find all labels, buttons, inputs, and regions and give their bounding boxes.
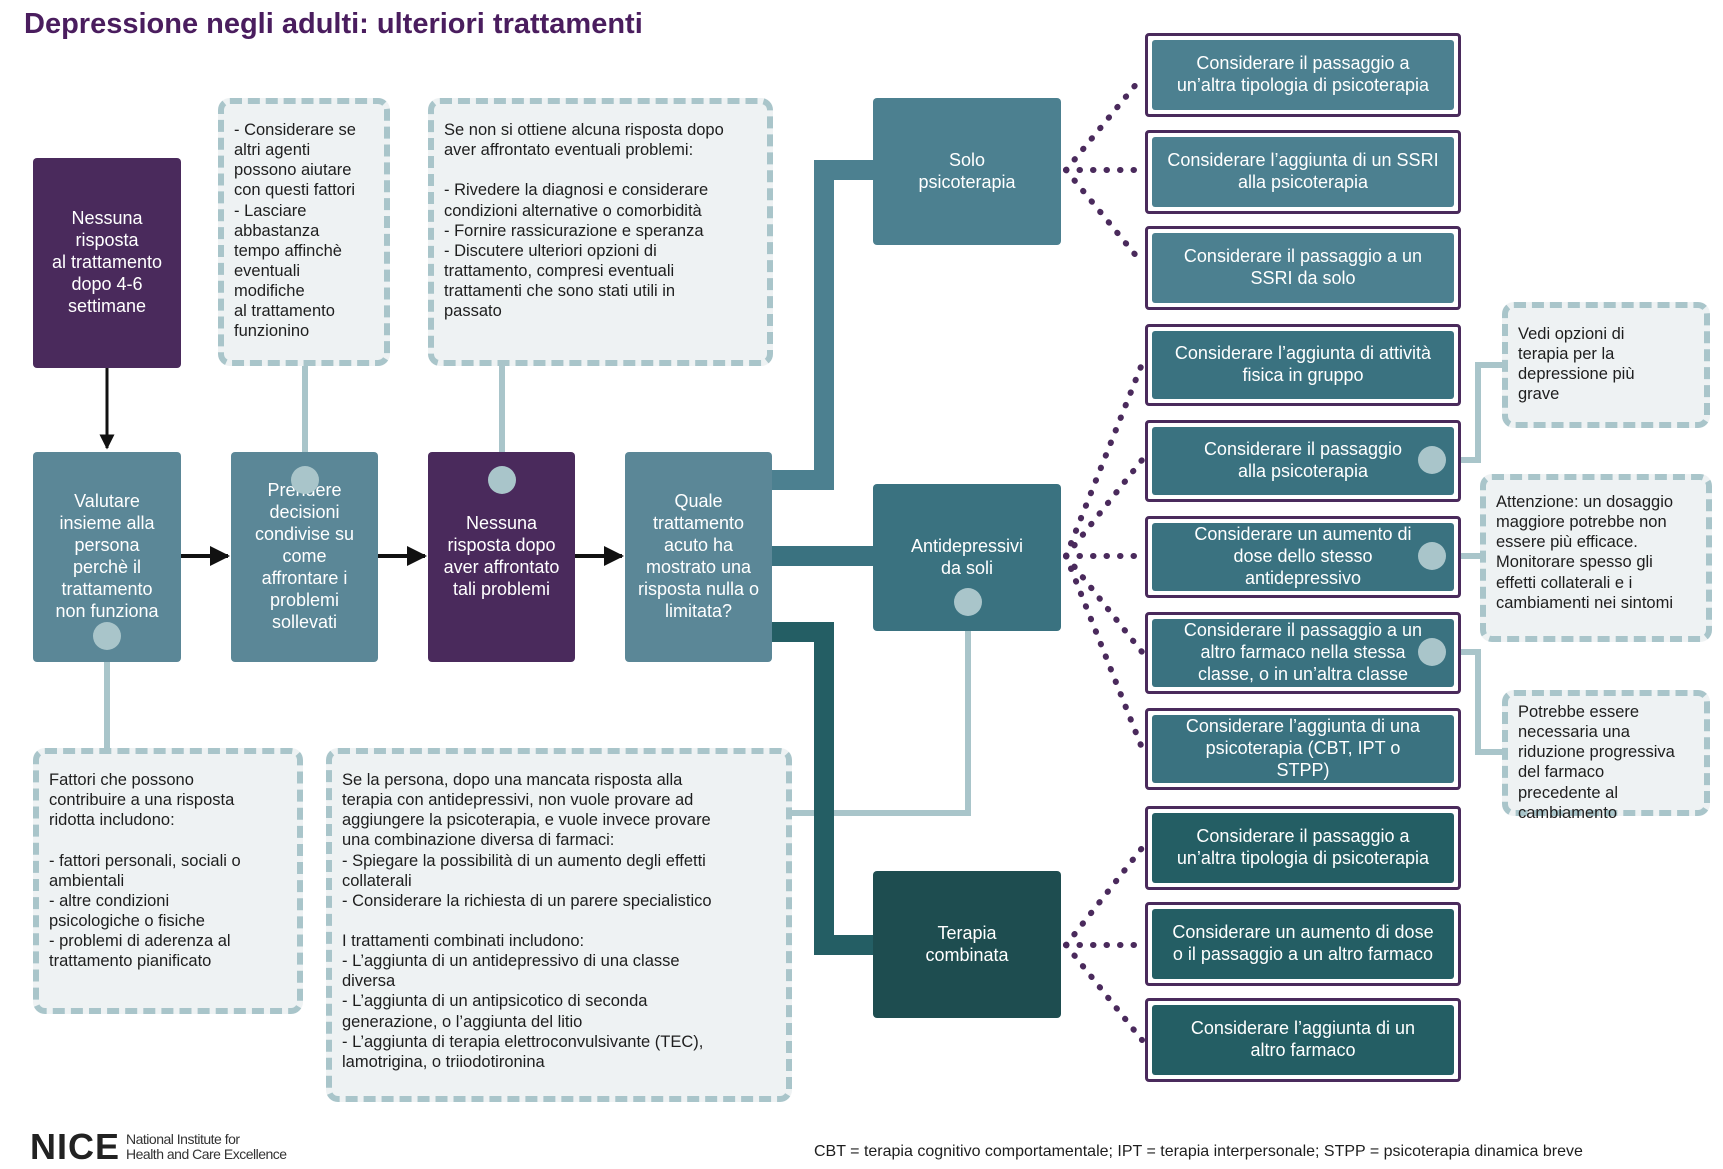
option-psy-switch-therapy: Considerare il passaggio a un’altra tipo… [1145, 33, 1461, 117]
note-other-agents: - Considerare se altri agenti possono ai… [218, 98, 390, 366]
option-label: Considerare il passaggio a un altro farm… [1183, 620, 1423, 684]
step-which-treatment: Quale trattamento acuto ha mostrato una … [625, 452, 772, 662]
option-label: Considerare un aumento di dose o il pass… [1172, 922, 1434, 964]
branch-antidepressants-label: Antidepressivi da soli [910, 535, 1024, 578]
connector-dot [1418, 542, 1446, 570]
option-ad-increase-dose: Considerare un aumento di dose dello ste… [1145, 516, 1461, 598]
option-psy-add-ssri: Considerare l’aggiunta di un SSRI alla p… [1145, 130, 1461, 214]
trunk-combined [772, 622, 876, 955]
note-severe-depression: Vedi opzioni di terapia per la depressio… [1502, 302, 1710, 428]
link-combination-note [792, 602, 971, 816]
nice-logo: NICE National Institute for Health and C… [30, 1126, 287, 1168]
option-ad-add-psychotherapy: Considerare l’aggiunta di una psicoterap… [1145, 708, 1461, 790]
step-assess-label: Valutare insieme alla persona perchè il … [55, 491, 159, 621]
branch-combined-label: Terapia combinata [925, 922, 1009, 965]
connector-dot [954, 588, 982, 616]
option-label: Considerare l’aggiunta di una psicoterap… [1185, 716, 1421, 780]
option-label: Considerare il passaggio a un’altra tipo… [1176, 53, 1430, 95]
note-combination-treatments: Se la persona, dopo una mancata risposta… [326, 748, 792, 1102]
option-psy-switch-ssri: Considerare il passaggio a un SSRI da so… [1145, 226, 1461, 310]
option-ad-switch-psychotherapy: Considerare il passaggio alla psicoterap… [1145, 420, 1461, 502]
branch-psychotherapy-label: Solo psicoterapia [918, 149, 1016, 192]
step-which-treatment-label: Quale trattamento acuto ha mostrato una … [637, 491, 760, 621]
note-contributing-factors: Fattori che possono contribuire a una ri… [33, 748, 303, 1014]
connector-dot [1418, 446, 1446, 474]
option-label: Considerare l’aggiunta di un altro farma… [1190, 1018, 1416, 1060]
option-label: Considerare il passaggio a un’altra tipo… [1176, 826, 1430, 868]
logo-line-2: Health and Care Excellence [126, 1146, 287, 1162]
option-ad-switch-drug: Considerare il passaggio a un altro farm… [1145, 612, 1461, 694]
note-review-diagnosis: Se non si ottiene alcuna risposta dopo a… [428, 98, 773, 366]
note-contributing-factors-text: Fattori che possono contribuire a una ri… [49, 771, 241, 971]
option-ad-physical-activity: Considerare l’aggiunta di attività fisic… [1145, 324, 1461, 406]
option-comb-add-drug: Considerare l’aggiunta di un altro farma… [1145, 998, 1461, 1082]
note-review-diagnosis-text: Se non si ottiene alcuna risposta dopo a… [444, 121, 724, 321]
branch-psychotherapy: Solo psicoterapia [873, 98, 1061, 245]
option-comb-increase-dose: Considerare un aumento di dose o il pass… [1145, 902, 1461, 986]
note-dose-caution-text: Attenzione: un dosaggio maggiore potrebb… [1496, 493, 1674, 612]
connector-dot [291, 466, 319, 494]
option-label: Considerare il passaggio alla psicoterap… [1203, 439, 1403, 481]
option-label: Considerare il passaggio a un SSRI da so… [1183, 246, 1423, 288]
step-assess: Valutare insieme alla persona perchè il … [33, 452, 181, 662]
connector-dot [488, 466, 516, 494]
trunk-psychotherapy [772, 160, 876, 490]
step-no-response: Nessuna risposta al trattamento dopo 4-6… [33, 158, 181, 368]
step-shared-decisions: Prendere decisioni condivise su come aff… [231, 452, 378, 662]
logo-subtitle: National Institute for Health and Care E… [126, 1132, 287, 1161]
option-label: Considerare l’aggiunta di un SSRI alla p… [1167, 150, 1439, 192]
logo-mark: NICE [30, 1126, 121, 1167]
logo-line-1: National Institute for [126, 1131, 240, 1148]
note-tapering-text: Potrebbe essere necessaria una riduzione… [1518, 703, 1675, 822]
connector-dot [1418, 638, 1446, 666]
note-severe-depression-text: Vedi opzioni di terapia per la depressio… [1518, 325, 1635, 404]
connector-dot [93, 622, 121, 650]
abbreviations-footnote: CBT = terapia cognitivo comportamentale;… [814, 1143, 1583, 1160]
option-comb-switch-therapy: Considerare il passaggio a un’altra tipo… [1145, 806, 1461, 890]
page-title: Depressione negli adulti: ulteriori trat… [24, 8, 643, 40]
note-dose-caution: Attenzione: un dosaggio maggiore potrebb… [1480, 474, 1712, 642]
note-tapering: Potrebbe essere necessaria una riduzione… [1502, 690, 1710, 822]
step-no-response-after-label: Nessuna risposta dopo aver affrontato ta… [443, 513, 560, 599]
step-shared-decisions-label: Prendere decisioni condivise su come aff… [254, 480, 355, 632]
step-no-response-label: Nessuna risposta al trattamento dopo 4-6… [51, 208, 163, 316]
option-label: Considerare un aumento di dose dello ste… [1194, 524, 1412, 588]
note-combination-treatments-text: Se la persona, dopo una mancata risposta… [342, 771, 712, 1071]
note-other-agents-text: - Considerare se altri agenti possono ai… [234, 121, 356, 341]
option-label: Considerare l’aggiunta di attività fisic… [1174, 343, 1432, 385]
branch-combined: Terapia combinata [873, 871, 1061, 1018]
branch-antidepressants: Antidepressivi da soli [873, 484, 1061, 631]
